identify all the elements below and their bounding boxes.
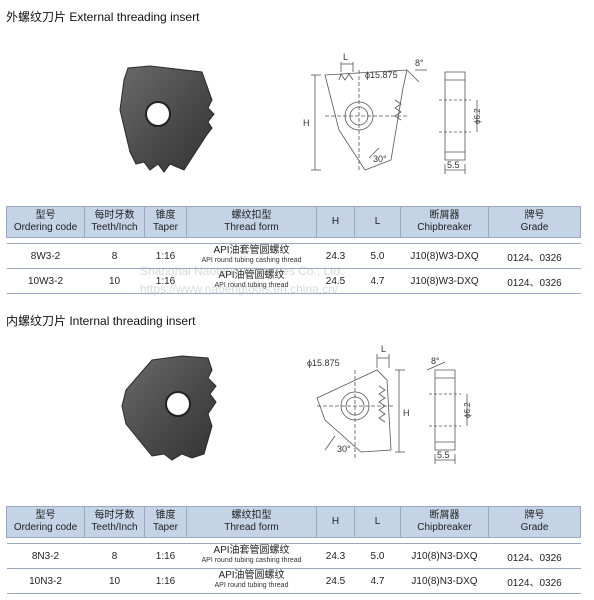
cell-taper: 1:16 (144, 268, 187, 294)
section-title-external: 外螺纹刀片 External threading insert (6, 10, 200, 24)
cell-teeth: 10 (84, 568, 145, 594)
cell-h: 24.3 (316, 543, 355, 569)
cell-code: 10W3-2 (6, 268, 85, 294)
header-l: L (354, 206, 401, 238)
cell-code: 10N3-2 (6, 568, 85, 594)
drawing-label-width: 5.5 (447, 160, 460, 170)
cell-l: 4.7 (354, 568, 401, 594)
header-h: H (316, 206, 355, 238)
cell-chipbreaker: J10(8)W3-DXQ (400, 268, 489, 294)
cell-l: 5.0 (354, 243, 401, 269)
external-insert-photo (119, 65, 215, 173)
cell-chipbreaker: J10(8)W3-DXQ (400, 243, 489, 269)
cell-code: 8W3-2 (6, 243, 85, 269)
cell-teeth: 8 (84, 243, 145, 269)
drawing-label-diameter: ϕ15.875 (365, 70, 398, 80)
drawing-label-angle-top: 8° (415, 58, 424, 68)
drawing-label-H: H (403, 408, 410, 418)
drawing-label-thickness: ϕ6.2 (463, 402, 472, 418)
drawing-label-angle-bottom: 30° (373, 154, 387, 164)
drawing-label-angle-top: 8° (431, 356, 440, 366)
cell-grade: 0124、0326 (488, 268, 581, 294)
external-section: 外螺纹刀片 External threading insert (6, 10, 581, 294)
cell-teeth: 8 (84, 543, 145, 569)
drawing-label-L: L (343, 52, 348, 62)
cell-grade: 0124、0326 (488, 568, 581, 594)
drawing-label-width: 5.5 (437, 450, 450, 460)
cell-chipbreaker: J10(8)N3-DXQ (400, 568, 489, 594)
drawing-label-diameter: ϕ15.875 (307, 358, 340, 368)
cell-taper: 1:16 (144, 568, 187, 594)
cell-taper: 1:16 (144, 543, 187, 569)
drawing-label-L: L (381, 344, 386, 354)
cell-l: 4.7 (354, 268, 401, 294)
cell-h: 24.5 (316, 268, 355, 294)
cell-taper: 1:16 (144, 243, 187, 269)
drawing-label-H: H (303, 118, 310, 128)
cell-grade: 0124、0326 (488, 543, 581, 569)
cell-l: 5.0 (354, 543, 401, 569)
cell-h: 24.3 (316, 243, 355, 269)
drawing-label-thickness: ϕ6.2 (473, 108, 482, 124)
drawing-label-angle-bottom: 30° (337, 444, 351, 454)
section-title-internal: 内螺纹刀片 Internal threading insert (6, 314, 196, 328)
header-h: H (316, 506, 355, 538)
cell-chipbreaker: J10(8)N3-DXQ (400, 543, 489, 569)
cell-code: 8N3-2 (6, 543, 85, 569)
header-l: L (354, 506, 401, 538)
cell-teeth: 10 (84, 268, 145, 294)
internal-insert-photo (121, 355, 217, 461)
cell-h: 24.5 (316, 568, 355, 594)
internal-section: 内螺纹刀片 Internal threading insert (0, 300, 594, 600)
cell-grade: 0124、0326 (488, 243, 581, 269)
external-insert-drawing: L ϕ15.875 8° 30° H ϕ6.2 5.5 (303, 52, 482, 174)
internal-insert-drawing: L ϕ15.875 8° 30° H ϕ6.2 5.5 (307, 344, 472, 464)
